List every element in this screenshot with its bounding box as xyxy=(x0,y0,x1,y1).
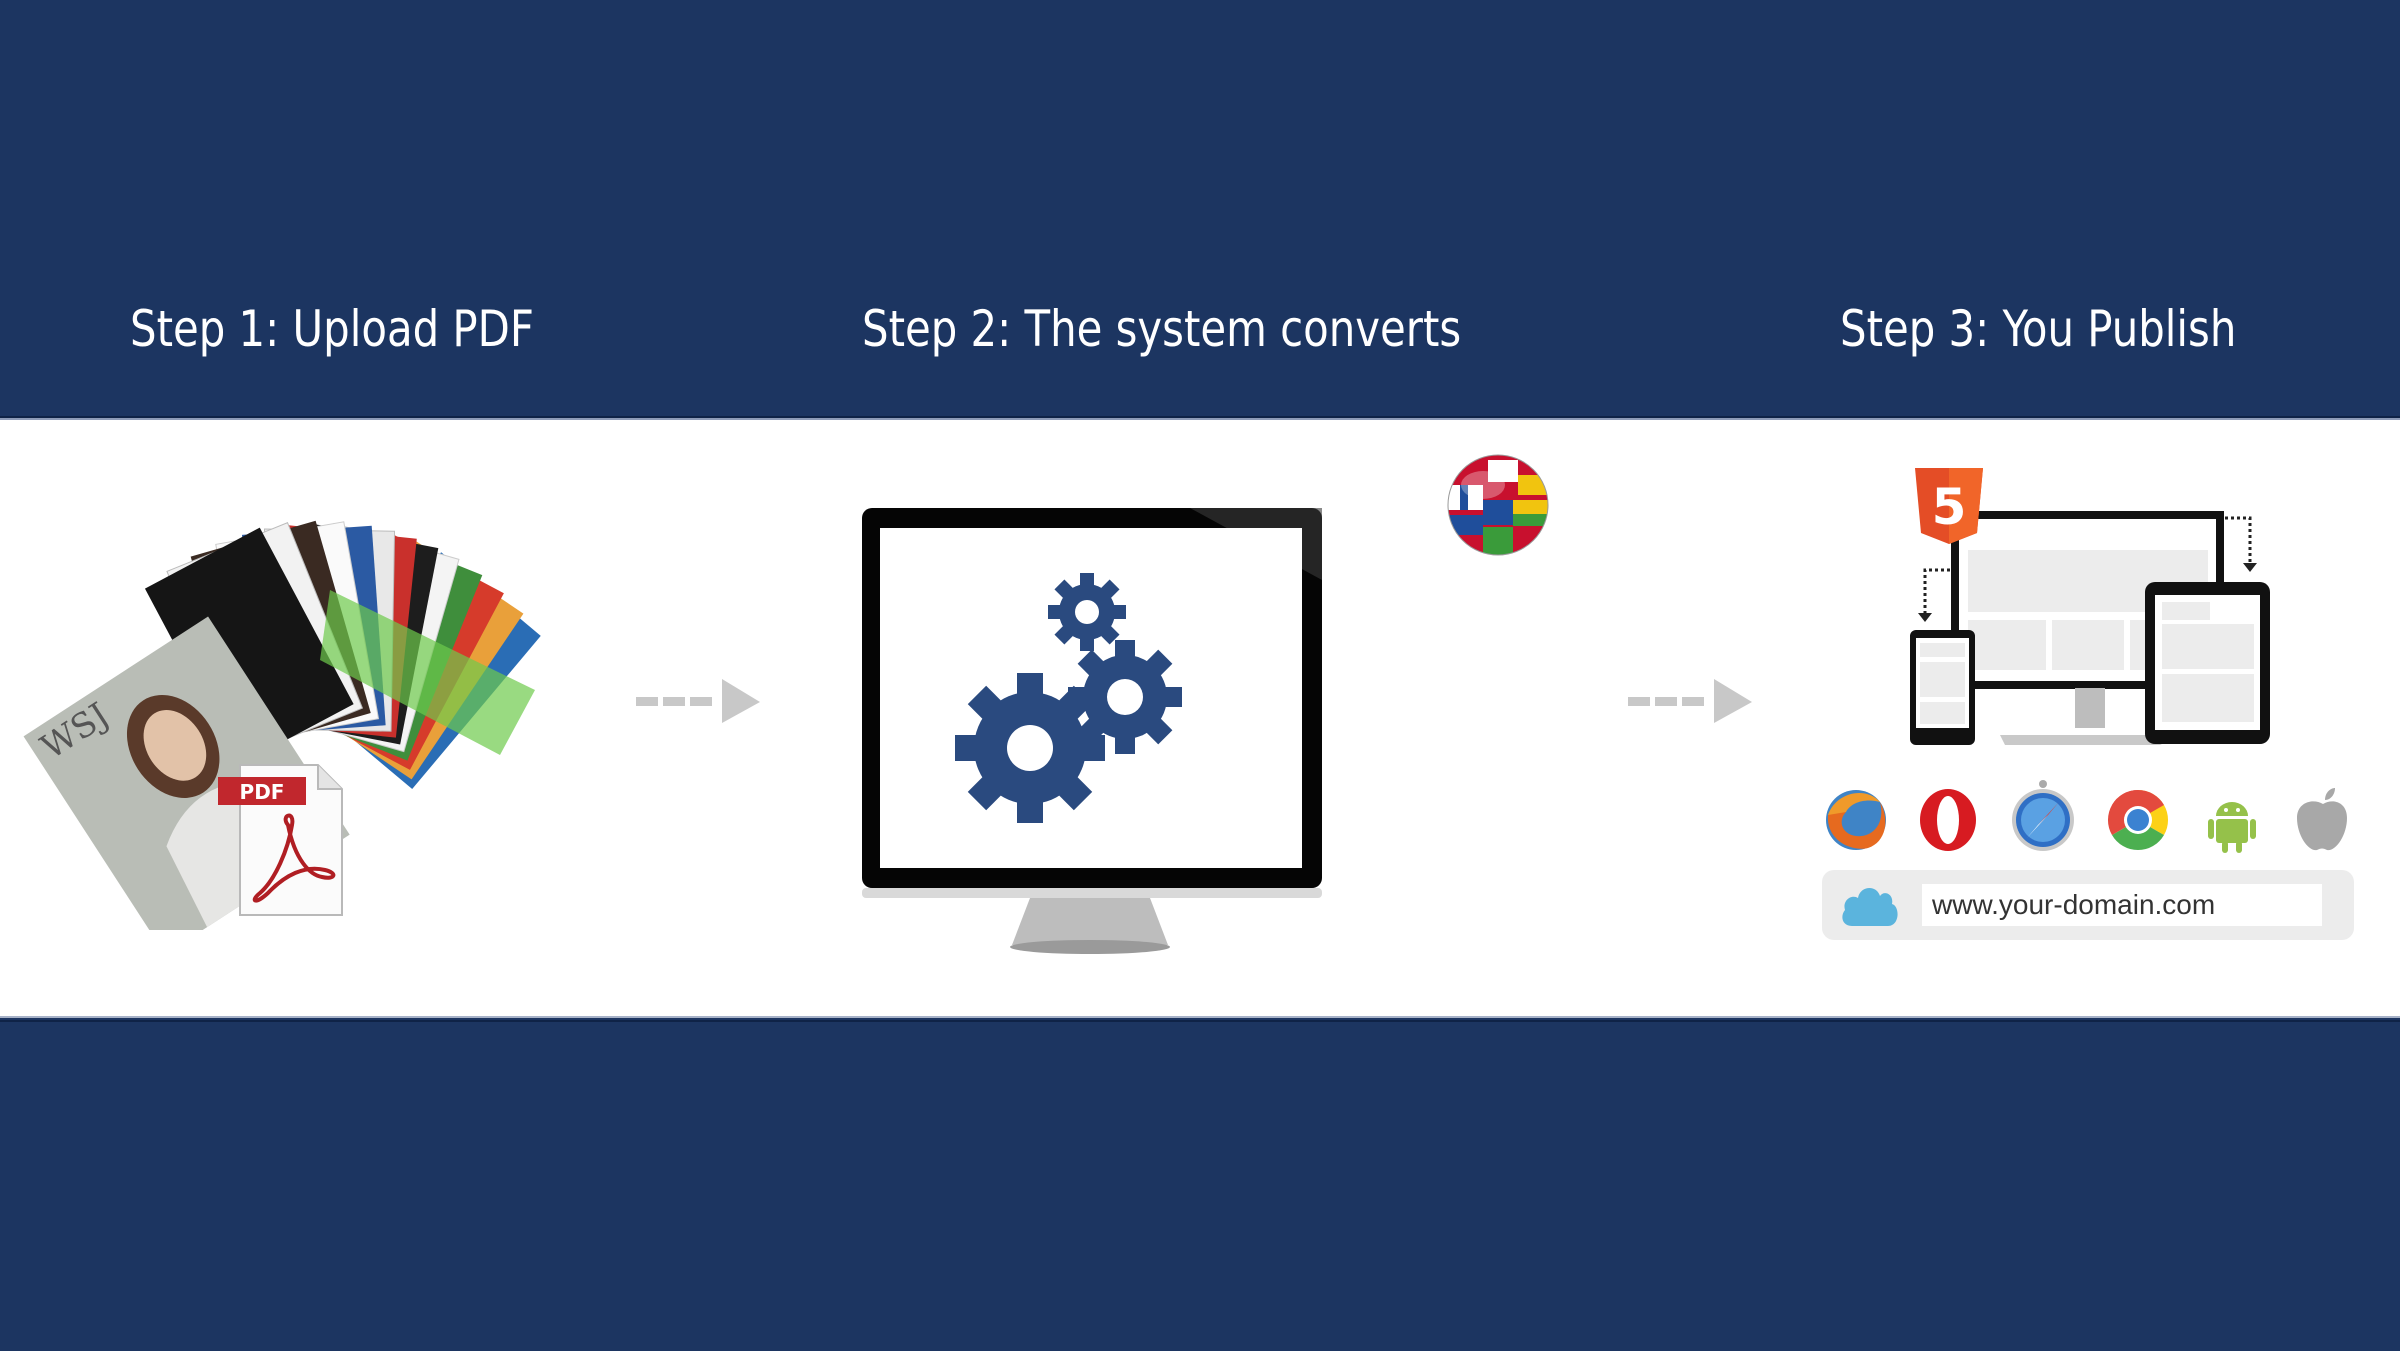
resize-arrows xyxy=(1923,516,2252,615)
top-banner xyxy=(0,0,2400,418)
magazine-stack-illustration: WSJ PDF xyxy=(23,520,541,930)
html5-logo: 5 xyxy=(1915,468,1983,544)
cloud-icon xyxy=(1842,887,1898,926)
opera-icon xyxy=(1920,789,1976,851)
magazine-fan: WSJ xyxy=(23,520,541,930)
step-2-title: Step 2: The system converts xyxy=(862,300,1462,358)
url-field: www.your-domain.com xyxy=(1922,884,2322,926)
flags-globe-icon xyxy=(1447,454,1549,556)
bottom-banner xyxy=(0,1020,2400,1351)
tablet xyxy=(2145,582,2270,744)
android-icon xyxy=(2208,802,2256,853)
smartphone xyxy=(1910,630,1975,745)
safari-icon xyxy=(2012,780,2074,851)
chrome-icon xyxy=(2107,789,2169,851)
pdf-badge-label: PDF xyxy=(240,780,285,804)
step-1-title: Step 1: Upload PDF xyxy=(130,300,534,358)
step-3-title: Step 3: You Publish xyxy=(1840,300,2237,358)
publish-url-bar: www.your-domain.com xyxy=(1822,870,2354,940)
html5-label: 5 xyxy=(1932,478,1967,536)
firefox-icon xyxy=(1826,790,1886,850)
arrow-right-icon xyxy=(636,679,760,723)
platform-icons-row xyxy=(1826,780,2347,853)
apple-icon xyxy=(2297,788,2347,851)
responsive-devices-illustration: 5 xyxy=(1910,468,2270,745)
monitor-illustration xyxy=(862,454,1549,954)
gears-icon xyxy=(955,573,1182,823)
arrow-right-icon xyxy=(1628,679,1752,723)
pdf-file-icon: PDF xyxy=(218,764,343,916)
pdf-badge xyxy=(218,777,306,805)
url-text: www.your-domain.com xyxy=(1932,889,2216,920)
